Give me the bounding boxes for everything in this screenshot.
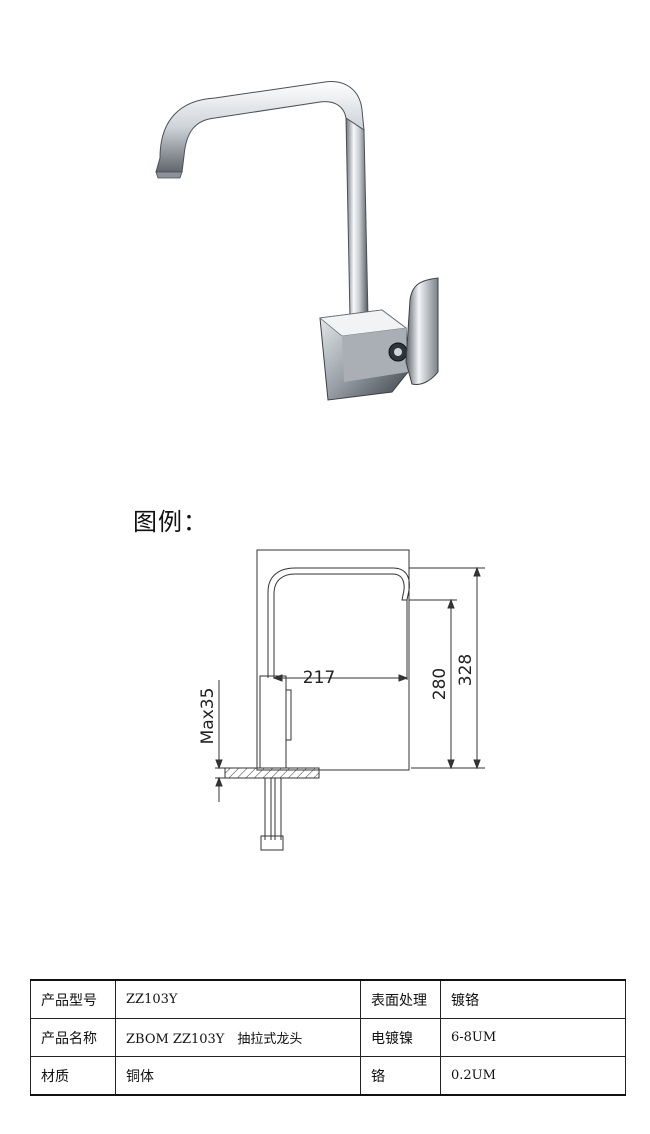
reach-dimension-label: 217 xyxy=(303,668,335,688)
handle-outline xyxy=(286,689,292,741)
max-thickness-dimension-label: Max35 xyxy=(198,688,218,745)
spec-value: 铜体 xyxy=(115,1056,361,1096)
table-row: 产品型号 ZZ103Y 表面处理 镀铬 xyxy=(30,979,626,1019)
spec-label: 表面处理 xyxy=(360,979,441,1019)
spec-value: ZZ103Y xyxy=(115,979,361,1019)
spec-value: 镀铬 xyxy=(440,979,626,1019)
faucet-spout xyxy=(155,81,369,319)
legend-title: 图例： xyxy=(133,508,208,536)
spec-label: 铬 xyxy=(360,1056,441,1096)
spout-height-dimension-label: 280 xyxy=(430,668,450,700)
spec-value: ZBOM ZZ103Y 抽拉式龙头 xyxy=(115,1018,361,1057)
faucet-handle xyxy=(405,277,439,385)
total-height-dimension-label: 328 xyxy=(456,654,476,686)
spec-value: 6-8UM xyxy=(440,1018,626,1057)
spout-outline xyxy=(267,567,410,678)
outline-frame xyxy=(256,549,410,771)
body-outline xyxy=(259,675,287,769)
faucet-body xyxy=(319,309,409,401)
hose-nut xyxy=(260,835,284,851)
faucet-product-photo xyxy=(155,81,439,401)
table-row: 材质 铜体 铬 0.2UM xyxy=(30,1056,626,1096)
spec-label: 电镀镍 xyxy=(360,1018,441,1057)
spec-label: 产品型号 xyxy=(30,979,116,1019)
table-row: 产品名称 ZBOM ZZ103Y 抽拉式龙头 电镀镍 6-8UM xyxy=(30,1018,626,1057)
dimension-drawing: 217 280 328 Max35 xyxy=(198,549,485,851)
countertop xyxy=(224,767,320,779)
spec-value: 0.2UM xyxy=(440,1056,626,1096)
spec-table: 产品型号 ZZ103Y 表面处理 镀铬 产品名称 ZBOM ZZ103Y 抽拉式… xyxy=(30,979,626,1096)
spec-label: 材质 xyxy=(30,1056,116,1096)
spec-label: 产品名称 xyxy=(30,1018,116,1057)
